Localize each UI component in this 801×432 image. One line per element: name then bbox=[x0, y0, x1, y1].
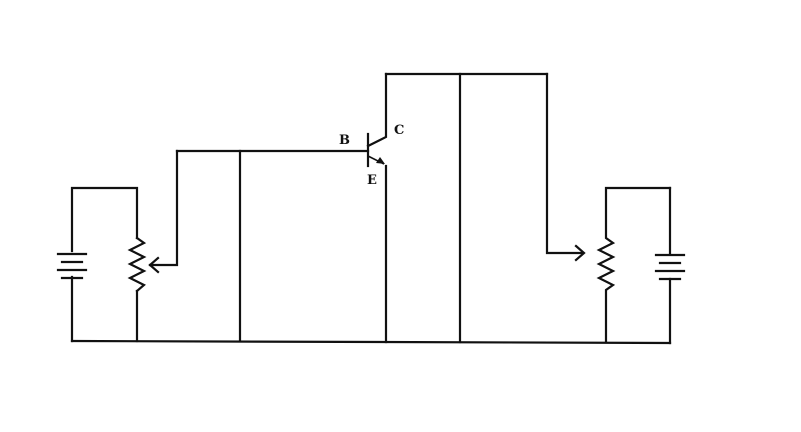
potentiometer-left-icon bbox=[127, 149, 179, 343]
battery-left-icon bbox=[56, 186, 139, 343]
emitter-label: E bbox=[367, 173, 377, 188]
potentiometer-right-icon bbox=[545, 72, 672, 344]
battery-right-icon bbox=[654, 186, 686, 345]
transistor-icon bbox=[366, 72, 388, 344]
ground-rail bbox=[70, 339, 672, 345]
collector-label: C bbox=[394, 123, 404, 138]
collector-wire bbox=[384, 72, 549, 344]
base-label: B bbox=[339, 133, 350, 148]
base-wire bbox=[175, 149, 370, 343]
